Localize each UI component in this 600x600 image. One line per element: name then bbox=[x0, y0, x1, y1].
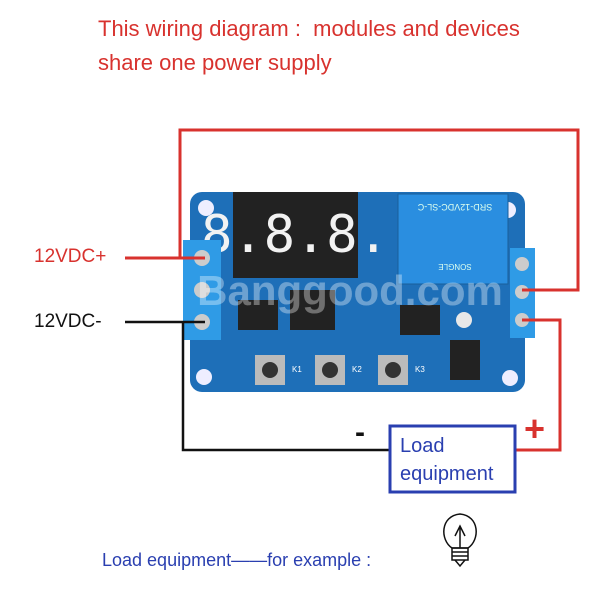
load-equipment-label: Load equipment bbox=[400, 435, 494, 485]
svg-text:SONGLE: SONGLE bbox=[438, 262, 471, 271]
svg-text:K3: K3 bbox=[415, 365, 425, 374]
relay bbox=[397, 193, 509, 285]
relay-module-board: 8.8.8. SRD-12VDC-SL-C SONGLE K1 K2 K3 Ba… bbox=[183, 192, 535, 392]
title-line-2: share one power supply bbox=[98, 50, 332, 75]
svg-text:K2: K2 bbox=[352, 365, 362, 374]
minus-sign: - bbox=[355, 416, 365, 449]
plus-sign: + bbox=[524, 408, 546, 449]
push-buttons: K1 K2 K3 bbox=[255, 355, 425, 385]
example-caption: Load equipment——for example : bbox=[102, 550, 372, 570]
display-digits: 8.8.8. bbox=[201, 205, 389, 265]
label-12vdc-positive: 12VDC+ bbox=[34, 246, 107, 267]
watermark: Banggood.com bbox=[197, 267, 503, 314]
load-box bbox=[388, 424, 517, 494]
light-bulb-icon bbox=[443, 513, 477, 568]
positive-wires bbox=[125, 128, 580, 452]
seven-segment-display bbox=[233, 192, 358, 278]
svg-text:K1: K1 bbox=[292, 365, 302, 374]
negative-wires bbox=[125, 320, 390, 452]
title-line-1: This wiring diagram : modules and device… bbox=[98, 16, 520, 41]
chip bbox=[290, 290, 335, 330]
label-12vdc-negative: 12VDC- bbox=[34, 311, 102, 332]
svg-text:SRD-12VDC-SL-C: SRD-12VDC-SL-C bbox=[417, 202, 492, 212]
